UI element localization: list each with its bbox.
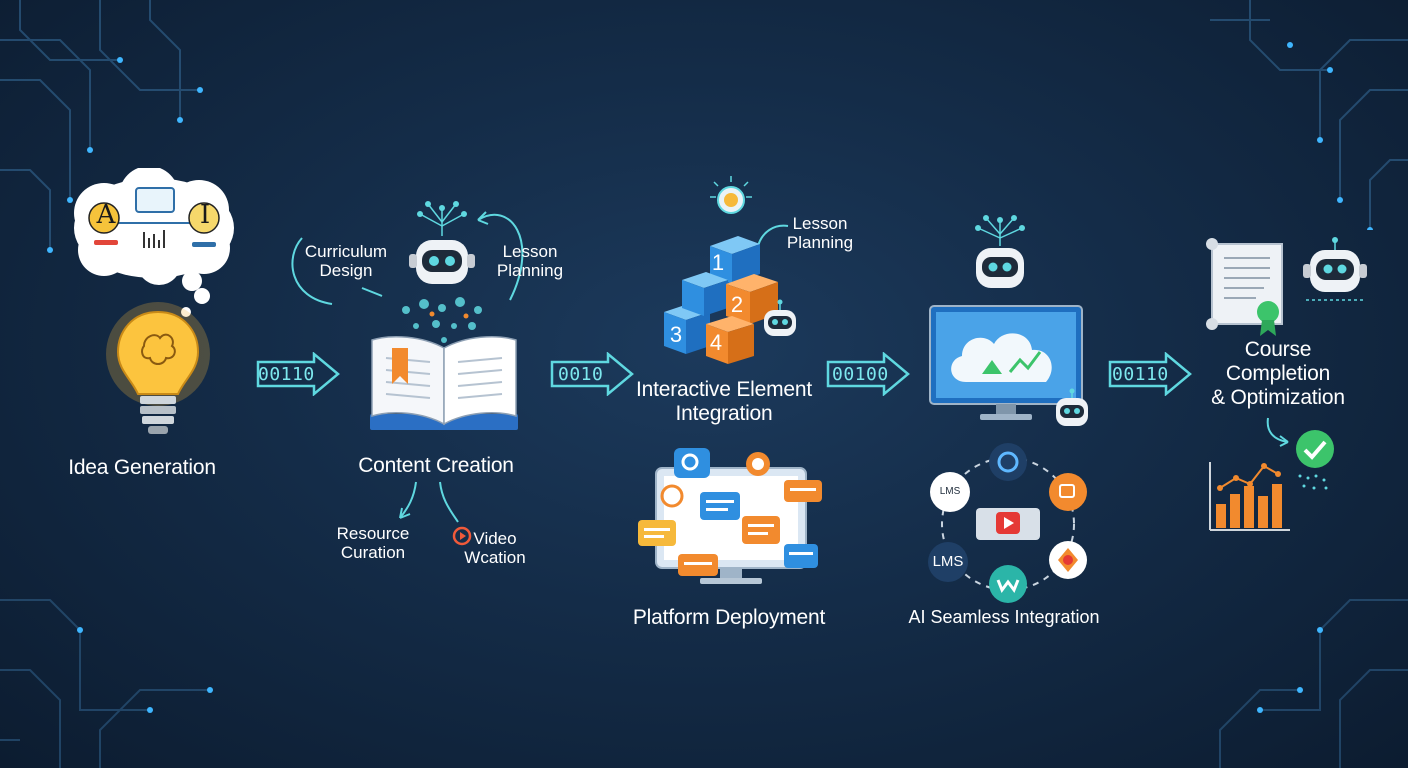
lms-label-top: LMS bbox=[939, 486, 961, 497]
interactive-lesson-planning-label: Lesson Planning bbox=[786, 214, 854, 252]
block-number-4: 4 bbox=[709, 330, 723, 355]
lms-label-bottom: LMS bbox=[932, 553, 964, 570]
content-lesson-planning-label: Lesson Planning bbox=[496, 242, 564, 280]
robot-icon bbox=[409, 201, 475, 284]
floating-icons bbox=[402, 297, 482, 343]
circuit-decoration-bottom-left bbox=[0, 599, 213, 768]
sparkle-dots bbox=[1298, 474, 1328, 490]
chevron-right-icon bbox=[256, 351, 340, 397]
lesson-arc-2 bbox=[757, 224, 789, 247]
lightbulb-small-icon bbox=[710, 176, 752, 214]
bubble-letter-i: I bbox=[199, 200, 211, 230]
interactive-element-label: Interactive Element Integration bbox=[636, 378, 812, 425]
open-book-icon bbox=[370, 335, 518, 430]
circuit-decoration-left bbox=[0, 0, 203, 253]
certificate-icon bbox=[1206, 238, 1283, 336]
resource-curation-label: Resource Curation bbox=[336, 524, 410, 562]
flow-arrow-4: 00110 bbox=[1108, 351, 1192, 397]
arrow-binary-3: 00100 bbox=[832, 364, 889, 385]
block-number-1: 1 bbox=[711, 250, 725, 275]
thought-cloud bbox=[74, 168, 234, 317]
bubble-letter-a: A bbox=[96, 200, 116, 230]
integration-ring bbox=[928, 443, 1087, 603]
platform-deployment-label: Platform Deployment bbox=[632, 606, 826, 629]
content-creation-label: Content Creation bbox=[358, 454, 514, 477]
circuit-decoration-bottom-right bbox=[1219, 599, 1408, 768]
video-creation-label: Video Wcation bbox=[464, 529, 526, 567]
flow-arrow-1: 00110 bbox=[256, 351, 340, 397]
content-branch-lines bbox=[399, 481, 459, 523]
arrow-binary-4: 00110 bbox=[1112, 364, 1169, 385]
lesson-arc bbox=[477, 211, 524, 301]
arrow-binary-1: 00110 bbox=[258, 364, 315, 385]
bar-chart-icon bbox=[1209, 462, 1290, 531]
block-number-3: 3 bbox=[669, 322, 683, 347]
cloud-monitor-icon bbox=[929, 305, 1083, 420]
idea-generation-label: Idea Generation bbox=[68, 456, 216, 479]
chevron-right-icon bbox=[1108, 351, 1192, 397]
robot-icon-cloud bbox=[975, 215, 1025, 288]
robot-icon-right bbox=[1303, 237, 1367, 301]
video-icon bbox=[452, 526, 472, 546]
flow-arrow-2: 0010 bbox=[550, 351, 634, 397]
ai-seamless-integration-label: AI Seamless Integration bbox=[908, 607, 1100, 627]
check-circle-icon bbox=[1296, 430, 1334, 468]
course-completion-label: Course Completion & Optimization bbox=[1211, 338, 1345, 409]
flow-arrow-3: 00100 bbox=[826, 351, 910, 397]
robot-icon-mini bbox=[1056, 388, 1088, 426]
arrow-binary-2: 0010 bbox=[558, 364, 604, 385]
monitor-chat-icon bbox=[638, 448, 822, 584]
circuit-decoration-right bbox=[1210, 0, 1408, 230]
chevron-right-icon bbox=[550, 351, 634, 397]
block-number-2: 2 bbox=[730, 292, 744, 317]
chevron-right-icon bbox=[826, 351, 910, 397]
curriculum-arc bbox=[291, 237, 383, 305]
number-blocks-icon bbox=[664, 236, 778, 364]
lightbulb-icon bbox=[106, 302, 210, 434]
return-arrow bbox=[1266, 417, 1289, 447]
curriculum-design-label: Curriculum Design bbox=[304, 242, 388, 280]
robot-icon-small bbox=[764, 299, 796, 336]
